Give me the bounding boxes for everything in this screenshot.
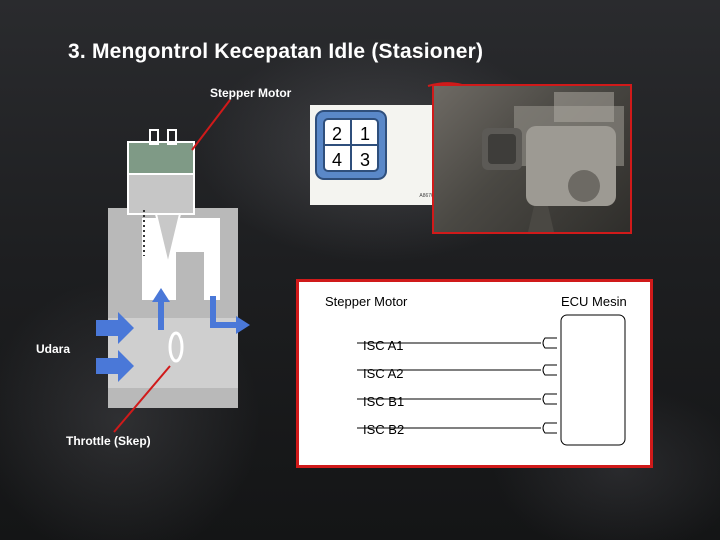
terminal-a1	[542, 337, 557, 349]
page-title: 3. Mengontrol Kecepatan Idle (Stasioner)	[68, 40, 484, 63]
ecu-stepper-title: Stepper Motor	[325, 294, 408, 309]
stepper-motor-label: Stepper Motor	[210, 86, 292, 100]
connector-face: 2 1 4 3 A86766	[315, 110, 437, 199]
throttle-plate	[168, 331, 184, 363]
air-inlet-arrow-top	[96, 312, 134, 344]
udara-label: Udara	[36, 342, 71, 356]
pointer-stepper	[191, 99, 231, 151]
ecu-box	[560, 314, 626, 446]
terminal-a2	[542, 364, 557, 376]
throttle-label: Throttle (Skep)	[66, 434, 151, 448]
connector-pin-2: 1	[360, 124, 370, 144]
terminal-label-isc-a2: ISC A2	[363, 366, 404, 381]
connector-pin-3: 4	[332, 150, 342, 170]
connector-pin-panel: 2 1 4 3 A86766	[310, 105, 446, 205]
connector-pin-4: 3	[360, 150, 370, 170]
connector-pin-1: 2	[332, 124, 342, 144]
pointer-throttle	[113, 365, 171, 433]
stepper-coil	[127, 141, 195, 175]
bypass-out-arrow	[210, 296, 250, 334]
terminal-label-isc-b1: ISC B1	[363, 394, 405, 409]
stepper-terminal-left	[149, 129, 159, 145]
ecu-wiring-lines	[357, 314, 626, 446]
ecu-wiring-panel: Stepper Motor ECU Mesin ISC A1 ISC A2 IS…	[296, 279, 653, 468]
stepper-terminal-right	[167, 129, 177, 145]
terminal-b2	[542, 422, 557, 434]
valve-photo-illustration	[482, 92, 624, 232]
valve-needle	[154, 213, 182, 265]
terminal-b1	[542, 393, 557, 405]
bypass-up-arrow	[152, 288, 170, 330]
connector-code: A86766	[419, 193, 436, 199]
ecu-mesin-title: ECU Mesin	[561, 294, 627, 309]
air-inlet-arrow-bottom	[96, 350, 134, 382]
stepper-motor-photo	[432, 84, 632, 234]
terminal-label-isc-a1: ISC A1	[363, 338, 404, 353]
stepper-motor-body	[127, 171, 195, 215]
terminal-label-isc-b2: ISC B2	[363, 422, 405, 437]
